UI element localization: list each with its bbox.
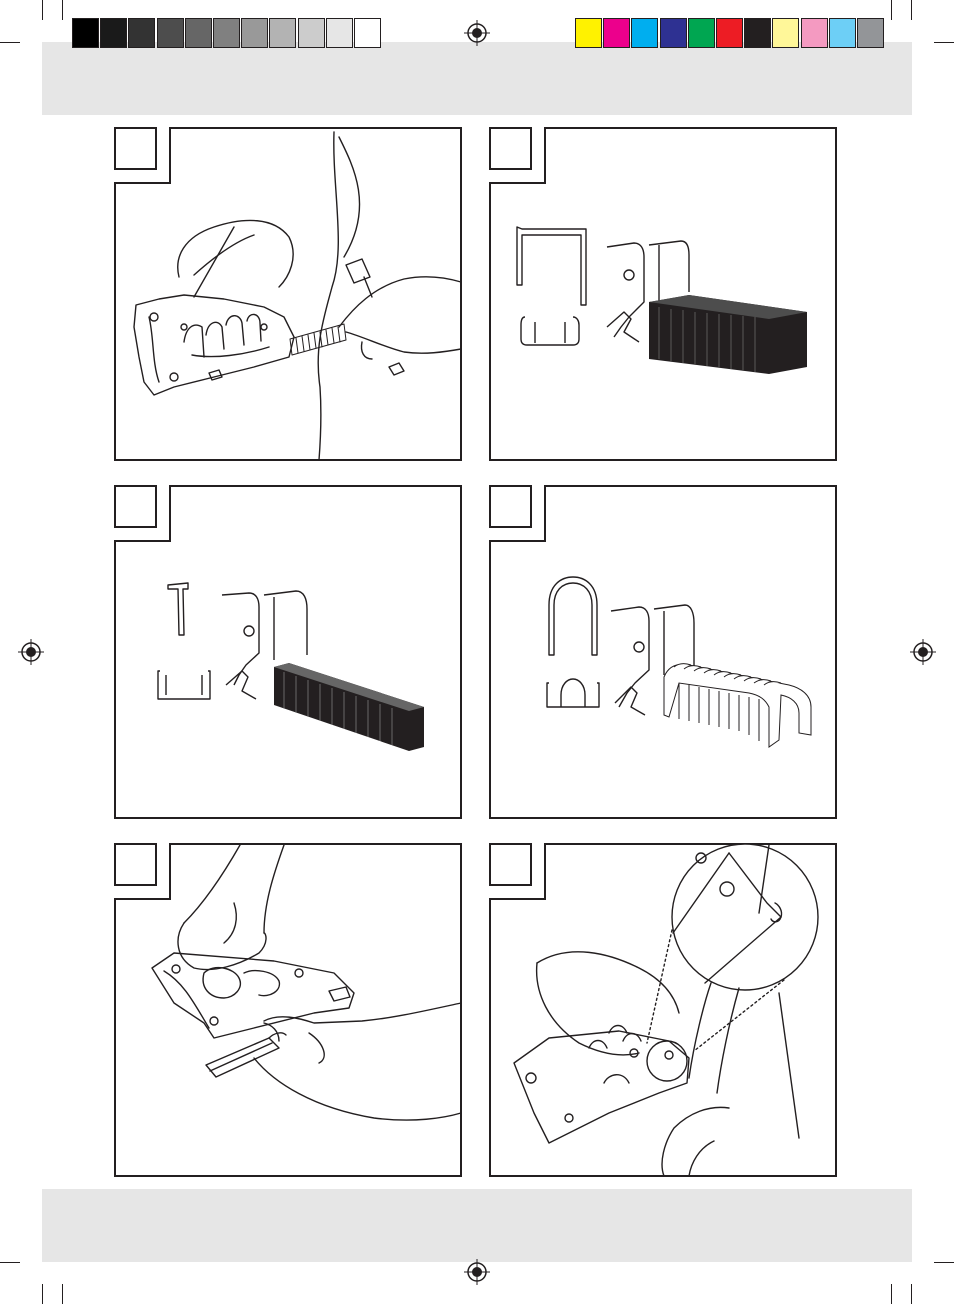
figure-panel-2 <box>489 127 837 461</box>
color-swatch <box>269 18 297 48</box>
panel-frame <box>489 127 837 461</box>
hand-loading-staple-strip-illustration <box>133 131 462 461</box>
staple-stack <box>649 295 807 374</box>
flat-staples-and-magazine-illustration <box>516 226 807 374</box>
color-swatch <box>297 18 325 48</box>
hands-inserting-magazine-illustration <box>151 844 462 1121</box>
color-swatch <box>716 18 743 48</box>
color-swatch <box>659 18 687 48</box>
color-swatch <box>184 18 212 48</box>
color-swatch <box>100 18 128 48</box>
top-band <box>42 42 912 115</box>
brad-nails-and-magazine-illustration <box>157 582 424 751</box>
panel-frame <box>114 127 462 461</box>
registration-mark-icon <box>464 1259 490 1285</box>
panel-frame <box>489 485 837 819</box>
color-swatch <box>857 18 884 48</box>
color-swatch <box>575 18 602 48</box>
panel-frame <box>114 485 462 819</box>
color-swatch <box>213 18 240 48</box>
figure-panel-4 <box>489 485 837 819</box>
round-staple-stack <box>663 663 812 748</box>
round-cable-staples-and-magazine-illustration <box>546 576 812 748</box>
color-swatch <box>72 18 99 48</box>
registration-mark-icon <box>464 20 490 46</box>
registration-mark-icon <box>910 639 936 665</box>
color-swatch <box>603 18 631 48</box>
color-swatch <box>325 18 353 48</box>
figure-panel-6 <box>489 843 837 1177</box>
color-swatch <box>687 18 715 48</box>
color-swatch <box>828 18 856 48</box>
color-swatch <box>128 18 156 48</box>
color-swatch <box>800 18 828 48</box>
brad-strip <box>274 663 424 751</box>
color-swatch <box>354 18 381 48</box>
color-swatch <box>631 18 659 48</box>
bottom-band <box>42 1189 912 1262</box>
color-swatch <box>744 18 772 48</box>
panel-frame <box>114 843 462 1177</box>
registration-mark-icon <box>18 639 44 665</box>
color-swatch <box>772 18 800 48</box>
color-swatch <box>156 18 184 48</box>
figure-panel-5 <box>114 843 462 1177</box>
color-swatch <box>241 18 269 48</box>
figure-panel-3 <box>114 485 462 819</box>
figure-panel-1 <box>114 127 462 461</box>
stapling-cable-with-detail-zoom-illustration <box>513 843 819 1177</box>
panel-frame <box>489 843 837 1177</box>
